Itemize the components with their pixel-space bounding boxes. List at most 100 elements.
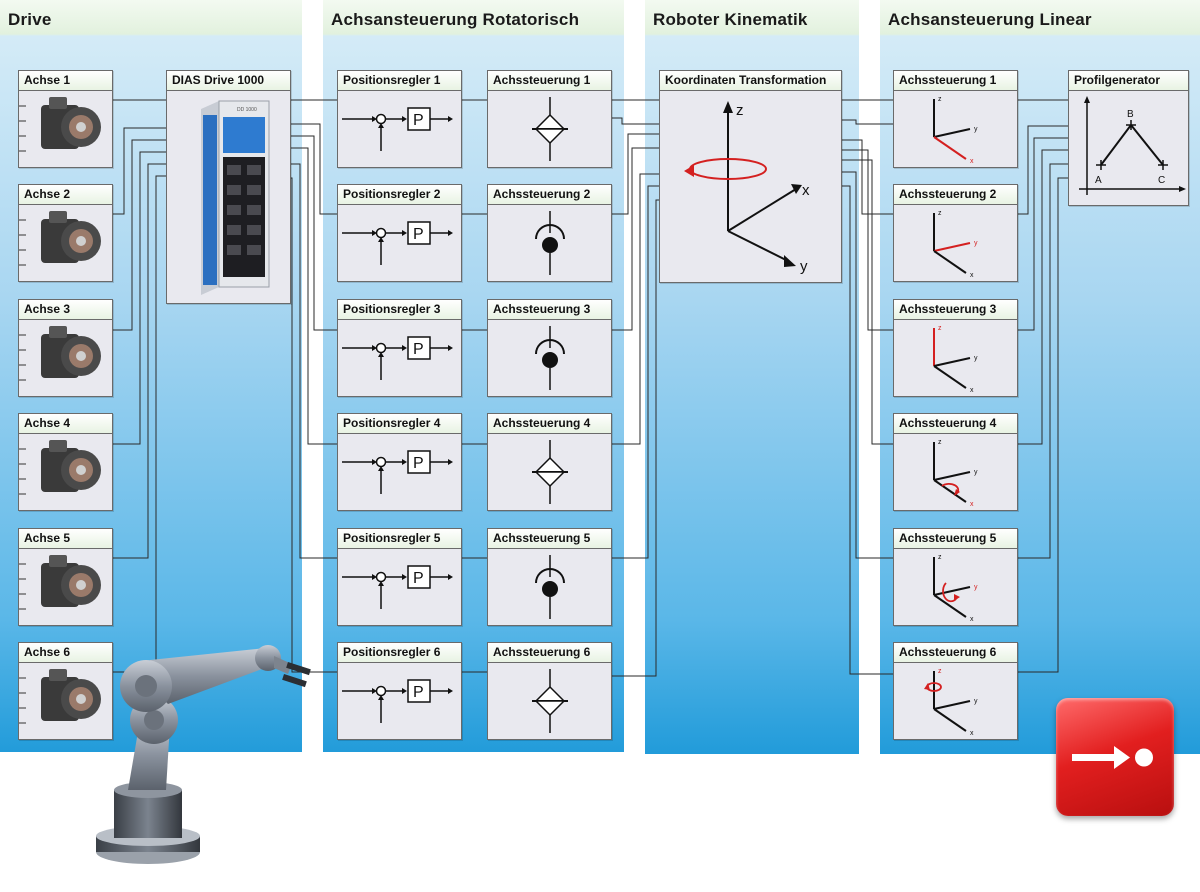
arrow-to-point-icon (1072, 746, 1153, 769)
achssteuerung-lin-title: Achssteuerung 6 (894, 643, 1017, 663)
xyz-axis-icon: z y x (924, 668, 978, 737)
axis-x-label: x (970, 158, 974, 165)
controller-badge: DD 1000 (237, 107, 257, 113)
positionsregler-block-5[interactable]: Positionsregler 5 P (337, 528, 462, 626)
axis-z-label: z (938, 96, 942, 103)
positionsregler-block-3[interactable]: Positionsregler 3 P (337, 299, 462, 397)
axis-x-label: x (970, 616, 974, 623)
achse-block-2[interactable]: Achse 2 (18, 184, 113, 282)
positionsregler-block-4[interactable]: Positionsregler 4 P (337, 413, 462, 511)
xyz-axis-icon: z y x (933, 325, 978, 394)
achse-block-title: Achse 1 (19, 71, 112, 91)
achssteuerung-lin-title: Achssteuerung 3 (894, 300, 1017, 320)
axis-x-label: x (970, 501, 974, 508)
servo-motor-icon (19, 326, 101, 381)
achssteuerung-rot-block-3[interactable]: Achssteuerung 3 (487, 299, 612, 397)
axis-x-label: x (970, 272, 974, 279)
achse-block-5[interactable]: Achse 5 (18, 528, 113, 626)
achssteuerung-rot-title: Achssteuerung 2 (488, 185, 611, 205)
linear-joint-icon (532, 97, 568, 161)
achse-block-title: Achse 4 (19, 414, 112, 434)
axis-x-label: x (802, 182, 810, 199)
achse-block-1[interactable]: Achse 1 (18, 70, 113, 168)
p-controller-icon: P (342, 679, 453, 723)
achssteuerung-rot-title: Achssteuerung 4 (488, 414, 611, 434)
achssteuerung-lin-block-5[interactable]: Achssteuerung 5 z y x (893, 528, 1018, 626)
achssteuerung-rot-block-6[interactable]: Achssteuerung 6 (487, 642, 612, 740)
axis-z-label: z (938, 554, 942, 561)
achssteuerung-lin-title: Achssteuerung 1 (894, 71, 1017, 91)
achssteuerung-rot-title: Achssteuerung 5 (488, 529, 611, 549)
robot-arm-icon (96, 645, 311, 864)
axis-x-label: x (970, 730, 974, 737)
profilgenerator-title: Profilgenerator (1069, 71, 1188, 91)
rotary-joint-icon (535, 326, 565, 390)
profile-path-icon: A B C (1079, 96, 1186, 195)
rotary-joint-icon (535, 555, 565, 619)
achssteuerung-lin-block-2[interactable]: Achssteuerung 2 z y x (893, 184, 1018, 282)
achssteuerung-rot-title: Achssteuerung 1 (488, 71, 611, 91)
p-controller-icon: P (342, 221, 453, 265)
dias-drive-title: DIAS Drive 1000 (167, 71, 290, 91)
positionsregler-block-2[interactable]: Positionsregler 2 P (337, 184, 462, 282)
linear-joint-icon (532, 669, 568, 733)
achssteuerung-rot-block-5[interactable]: Achssteuerung 5 (487, 528, 612, 626)
linear-joint-icon (532, 440, 568, 504)
point-a-label: A (1095, 175, 1102, 186)
point-b-label: B (1127, 109, 1134, 120)
axis-z-label: z (736, 102, 744, 119)
p-gain-label: P (413, 684, 424, 701)
column-title-linear: Achsansteuerung Linear (888, 10, 1092, 29)
profilgenerator-block[interactable]: Profilgenerator A B C (1068, 70, 1189, 206)
p-gain-label: P (413, 455, 424, 472)
dias-drive-block[interactable]: DIAS Drive 1000 DD 1000 (166, 70, 291, 304)
achssteuerung-rot-block-2[interactable]: Achssteuerung 2 (487, 184, 612, 282)
p-controller-icon: P (342, 450, 453, 494)
axis-z-label: z (938, 325, 942, 332)
axis-x-label: x (970, 387, 974, 394)
servo-motor-icon (19, 555, 101, 610)
achse-block-title: Achse 5 (19, 529, 112, 549)
achssteuerung-lin-block-3[interactable]: Achssteuerung 3 z y x (893, 299, 1018, 397)
servo-motor-icon (19, 669, 101, 724)
achssteuerung-lin-block-1[interactable]: Achssteuerung 1 z y x (893, 70, 1018, 168)
column-title-drive: Drive (8, 10, 52, 29)
axis-y-label: y (974, 355, 978, 362)
p-controller-icon: P (342, 107, 453, 151)
koordinaten-transformation-title: Koordinaten Transformation (660, 71, 841, 91)
p-controller-icon: P (342, 565, 453, 609)
p-gain-label: P (413, 226, 424, 243)
positionsregler-title: Positionsregler 6 (338, 643, 461, 663)
point-c-label: C (1158, 175, 1165, 186)
achssteuerung-lin-block-4[interactable]: Achssteuerung 4 z y x (893, 413, 1018, 511)
achse-block-title: Achse 3 (19, 300, 112, 320)
xyz-axis-icon: z y x (933, 96, 978, 165)
run-button[interactable] (1056, 698, 1174, 816)
achse-block-6[interactable]: Achse 6 (18, 642, 113, 740)
positionsregler-block-1[interactable]: Positionsregler 1 P (337, 70, 462, 168)
achse-block-title: Achse 6 (19, 643, 112, 663)
axis-z-label: z (938, 210, 942, 217)
achssteuerung-lin-title: Achssteuerung 2 (894, 185, 1017, 205)
positionsregler-title: Positionsregler 4 (338, 414, 461, 434)
axis-y-label: y (800, 258, 808, 275)
achssteuerung-rot-block-1[interactable]: Achssteuerung 1 (487, 70, 612, 168)
positionsregler-block-6[interactable]: Positionsregler 6 P (337, 642, 462, 740)
axis-z-label: z (938, 439, 942, 446)
drive-controller-icon: DD 1000 (201, 100, 270, 295)
koordinaten-transformation-block[interactable]: Koordinaten Transformation z x y (659, 70, 842, 283)
xyz-axis-icon: z y x (933, 439, 978, 508)
servo-motor-icon (19, 211, 101, 266)
rotary-joint-icon (535, 211, 565, 275)
achse-block-4[interactable]: Achse 4 (18, 413, 113, 511)
positionsregler-title: Positionsregler 1 (338, 71, 461, 91)
achse-block-3[interactable]: Achse 3 (18, 299, 113, 397)
axis-y-label: y (974, 584, 978, 591)
achse-block-title: Achse 2 (19, 185, 112, 205)
coordinate-system-icon: z x y (684, 101, 810, 275)
achssteuerung-rot-block-4[interactable]: Achssteuerung 4 (487, 413, 612, 511)
servo-motor-icon (19, 97, 101, 152)
achssteuerung-lin-block-6[interactable]: Achssteuerung 6 z y x (893, 642, 1018, 740)
column-title-rotatorisch: Achsansteuerung Rotatorisch (331, 10, 580, 29)
achssteuerung-lin-title: Achssteuerung 4 (894, 414, 1017, 434)
